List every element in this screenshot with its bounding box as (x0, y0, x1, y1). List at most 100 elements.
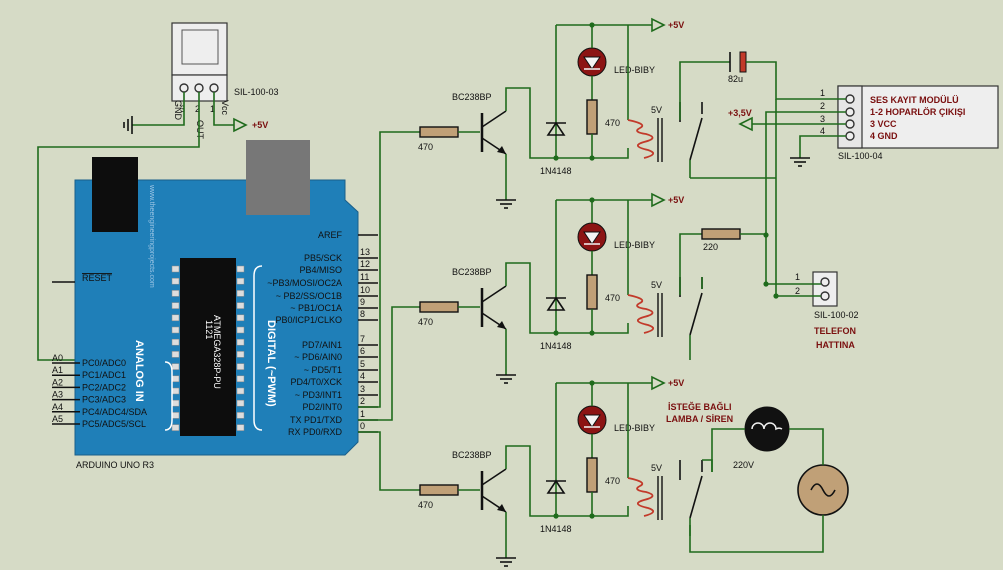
sensor-module[interactable] (171, 22, 228, 102)
resistor-220[interactable] (701, 228, 741, 240)
base-resistor[interactable] (419, 126, 459, 138)
led-symbol (583, 231, 601, 245)
analog-label: ANALOG IN (133, 340, 145, 402)
module-line-4: 4 GND (870, 131, 898, 141)
lamp-label-1: İSTEĞE BAĞLI (668, 401, 732, 412)
chip-pin (171, 351, 180, 358)
relay-switch[interactable] (689, 292, 703, 336)
base-resistor[interactable] (419, 484, 459, 496)
pin-label-right: PB4/MISO (299, 265, 342, 275)
module-pin-3: 3 (820, 114, 825, 124)
chip-pin (236, 387, 245, 395)
pin-number: 11 (360, 272, 369, 282)
sensor-pin-1: 1 (210, 104, 215, 114)
chip-pin (171, 363, 180, 370)
diode-label: 1N4148 (540, 524, 572, 534)
pin-label-right: PD2/INT0 (302, 402, 342, 412)
phone-label-1: TELEFON (814, 326, 856, 336)
sensor-pin-out: OUT (195, 120, 205, 140)
sensor-pin-vcc: Vcc (220, 100, 230, 116)
wire (556, 134, 593, 159)
relay-switch[interactable] (689, 117, 703, 161)
led-resistor[interactable] (586, 457, 598, 493)
resistor-220-label: 220 (703, 242, 718, 252)
emitter-arrow-icon (497, 504, 506, 512)
pin-number: 1 (360, 409, 365, 419)
pin-label-right: PD7/AIN1 (302, 340, 342, 350)
pin-label-left: PC5/ADC5/SCL (82, 419, 146, 429)
chip-pin (236, 314, 245, 322)
chip-num: 1121 (204, 320, 214, 339)
power-arrow-icon (738, 116, 753, 132)
transistor-label: BC238BP (452, 92, 492, 102)
wire (505, 445, 556, 517)
chip-pin (171, 387, 180, 395)
module-pin-1: 1 (820, 88, 825, 98)
arduino-reset: RESET (82, 273, 113, 283)
led-resistor[interactable] (586, 274, 598, 310)
relay-coil[interactable] (627, 119, 654, 159)
pin-label-left: PC1/ADC1 (82, 370, 126, 380)
chip-label: ATMEGA328P-PU (212, 315, 222, 389)
phone-pin-2: 2 (795, 286, 800, 296)
chip-pin (171, 326, 180, 334)
arduino-watermark: www.theengineeringprojects.com (148, 184, 155, 288)
diode-icon[interactable] (546, 296, 566, 311)
led-resistor[interactable] (586, 99, 598, 135)
transistor-collector (481, 468, 507, 486)
led-label: LED-BIBY (614, 65, 655, 75)
relay-coil[interactable] (627, 477, 654, 517)
module-line-2: 1-2 HOPARLÖR ÇIKIŞI (870, 107, 965, 117)
chip-pin (171, 265, 180, 273)
module-name: SIL-100-04 (838, 151, 883, 161)
junction (589, 197, 595, 203)
transistor-label: BC238BP (452, 450, 492, 460)
pin-label-right: ~ PB2/SS/OC1B (276, 291, 342, 301)
sensor-pin-3: 3 (180, 104, 185, 114)
pin-number: 10 (360, 285, 370, 295)
relay-coil[interactable] (627, 294, 654, 334)
phone-name: SIL-100-02 (814, 310, 859, 320)
chip-pin (171, 314, 180, 322)
diode-icon[interactable] (546, 479, 566, 494)
chip-pin (236, 399, 245, 407)
emitter-arrow-icon (497, 321, 506, 329)
arduino-name: ARDUINO UNO R3 (76, 460, 154, 470)
chip-pin (236, 338, 245, 346)
relay-switch[interactable] (689, 475, 703, 519)
arduino-board[interactable] (74, 140, 359, 456)
diode-label: 1N4148 (540, 166, 572, 176)
diode-icon[interactable] (546, 121, 566, 136)
chip-pins (171, 265, 245, 431)
transistor-label: BC238BP (452, 267, 492, 277)
pin-number: 9 (360, 297, 365, 307)
module-pin-4: 4 (820, 126, 825, 136)
resistor-label: 470 (605, 118, 620, 128)
wire (505, 87, 556, 159)
pin-label-left: PC0/ADC0 (82, 358, 126, 368)
mcu-chip (180, 258, 236, 436)
chip-pin (236, 302, 245, 309)
junction (589, 22, 595, 28)
usb-connector (246, 140, 310, 215)
lamp[interactable] (744, 406, 790, 452)
pin-label-right: ~ PD6/AIN0 (294, 352, 342, 362)
chip-pin (236, 424, 245, 431)
pin-label-right: ~ PB1/OC1A (290, 303, 342, 313)
sound-module[interactable] (837, 85, 999, 149)
power-arrow-icon (651, 375, 666, 391)
phone-connector[interactable] (812, 271, 838, 307)
junction (553, 330, 559, 336)
pin-name-left: A4 (52, 402, 63, 412)
resistor-label: 470 (605, 293, 620, 303)
base-resistor[interactable] (419, 301, 459, 313)
lamp-label-2: LAMBA / SİREN (666, 414, 733, 424)
pin-number: 7 (360, 334, 365, 344)
pin-label-right: AREF (318, 230, 343, 240)
lamp-voltage: 220V (733, 460, 754, 470)
ac-source[interactable] (797, 464, 849, 516)
resistor-label: 470 (418, 142, 433, 152)
pin-label-right: RX PD0/RXD (288, 427, 343, 437)
